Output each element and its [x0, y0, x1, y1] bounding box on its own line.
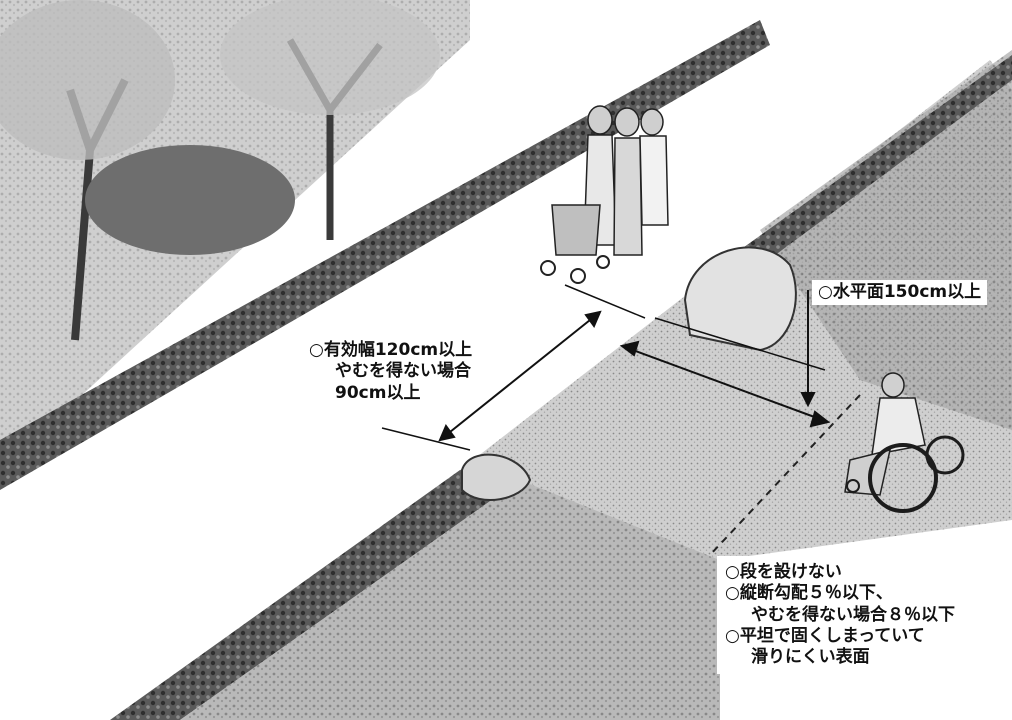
slope-exception-text: やむを得ない場合８％以下	[751, 604, 955, 625]
surface-quality-text: ○平坦で固くしまっていて	[725, 625, 925, 646]
effective-width-text: ○有効幅120cm以上	[309, 340, 473, 360]
level-area-dimension-arrow	[619, 290, 831, 428]
tree-icon	[0, 0, 175, 341]
stroller-icon	[540, 204, 610, 284]
effective-width-min-text: 90cm以上	[335, 382, 421, 403]
non-slip-surface-text: 滑りにくい表面	[751, 647, 870, 667]
pedestrian-family-icon	[583, 105, 669, 256]
tree-icon	[220, 0, 440, 240]
lawn-right	[760, 50, 1012, 430]
shrub-icon	[85, 145, 295, 255]
boulder-icon	[683, 246, 797, 352]
no-steps-text: ○段を設けない	[725, 562, 842, 582]
wheelchair-user-icon	[844, 372, 965, 513]
level-area-text: ○水平面150cm以上	[818, 282, 982, 302]
planter-strip-lower	[110, 470, 520, 720]
boulder-icon	[461, 453, 532, 502]
level-area-dashed-line	[709, 394, 861, 556]
surface-rules-callout: ○段を設けない ○縦断勾配５％以下、 やむを得ない場合８％以下 ○平坦で固くしま…	[717, 556, 1007, 675]
slope-limit-text: ○縦断勾配５％以下、	[725, 583, 893, 604]
level-area-callout: ○水平面150cm以上	[812, 280, 988, 306]
planter-strip-upper	[0, 20, 770, 490]
planter-strip-right	[740, 55, 1012, 270]
effective-width-callout: ○有効幅120cm以上 やむを得ない場合 90cm以上	[305, 338, 477, 406]
width-dimension-arrow	[381, 284, 646, 451]
effective-width-exception-text: やむを得ない場合	[335, 361, 471, 382]
road-surface	[0, 15, 1012, 720]
lawn-lower	[180, 480, 720, 720]
